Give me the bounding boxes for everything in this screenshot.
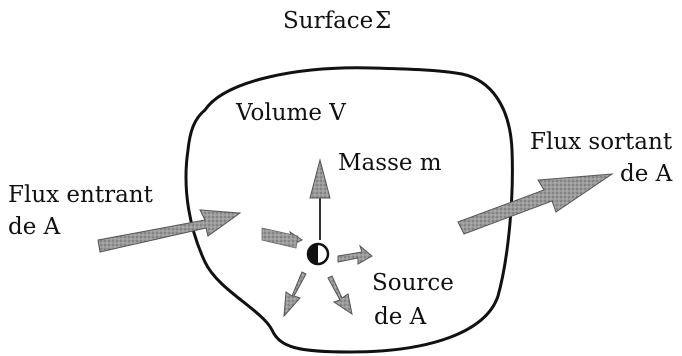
flux-sortant-label-line2: de A	[620, 163, 672, 186]
source-label-line1: Source	[372, 272, 454, 295]
masse-label: Masse m	[338, 152, 442, 175]
sigma-symbol: Σ	[375, 10, 391, 33]
flux-out-arrow	[458, 174, 612, 234]
flux-in-arrow	[98, 210, 240, 252]
source-arrows	[262, 228, 372, 316]
flux-entrant-label-line2: de A	[8, 216, 60, 239]
mass-point-icon	[308, 244, 328, 264]
volume-label: Volume V	[236, 102, 346, 125]
flux-sortant-label-line1: Flux sortant	[530, 131, 672, 154]
flux-entrant-label-line1: Flux entrant	[8, 184, 153, 207]
mass-up-arrow	[310, 160, 330, 240]
source-label-line2: de A	[374, 306, 426, 329]
surface-label: Surface	[283, 10, 373, 33]
